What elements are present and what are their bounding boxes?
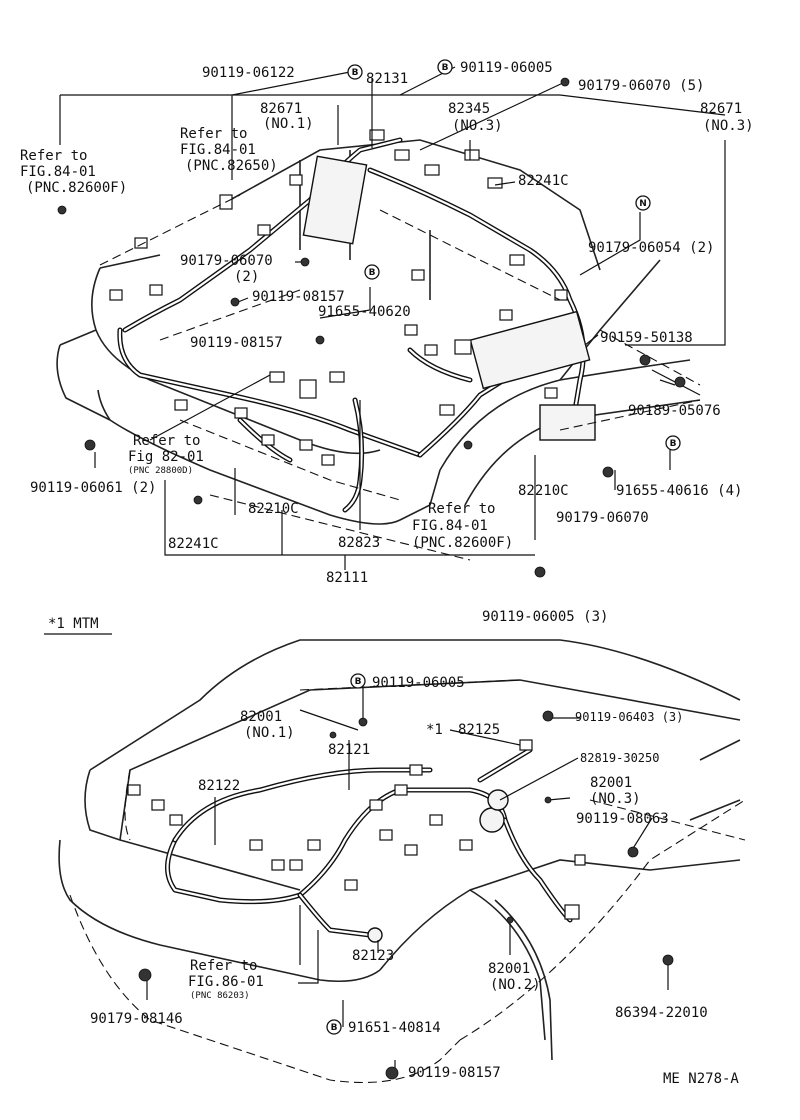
reference-label: (PNC 28800D)	[128, 466, 193, 476]
marker-b-icon: B	[437, 59, 453, 75]
marker-b-icon: B	[347, 64, 363, 80]
part-label: 82001	[488, 961, 530, 977]
part-label: (NO.1)	[263, 116, 314, 132]
part-label: 90179-06070	[556, 510, 649, 526]
part-label: 82001	[240, 709, 282, 725]
part-label: 82241C	[518, 173, 569, 189]
part-label: 91655-40620	[318, 304, 411, 320]
svg-text:B: B	[352, 68, 359, 78]
top-leader-lines	[59, 66, 726, 570]
connectors-bottom	[127, 739, 586, 920]
part-label: 82131	[366, 71, 408, 87]
part-label: 86394-22010	[615, 1005, 708, 1021]
part-label: (NO.3)	[452, 118, 503, 134]
grommet	[367, 927, 383, 943]
part-label: 90119-06005	[372, 675, 465, 691]
reference-label: Refer to	[180, 126, 247, 142]
part-label: 90119-06122	[202, 65, 295, 81]
part-label: 90119-06061 (2)	[30, 480, 156, 496]
fasteners-top	[57, 77, 686, 578]
part-label: 82125	[458, 722, 500, 738]
connectors-top	[109, 129, 568, 466]
reference-label: Refer to	[190, 958, 257, 974]
part-label: 90119-08157	[408, 1065, 501, 1081]
reference-label: (PNC.82600F)	[412, 535, 513, 551]
grommet	[487, 789, 509, 811]
marker-n-icon: N	[635, 195, 651, 211]
part-label: 82001	[590, 775, 632, 791]
part-label: 90119-08157	[252, 289, 345, 305]
part-label: 82819-30250	[580, 751, 659, 765]
part-label: 90179-06054 (2)	[588, 240, 714, 256]
part-label: 82671	[260, 101, 302, 117]
part-label: 82210C	[518, 483, 569, 499]
part-label: 82241C	[168, 536, 219, 552]
bottom-part-labels: 90119-06005 82001 (NO.1) *1 82125 90119-…	[90, 675, 708, 1081]
reference-label: FIG.84-01	[20, 164, 96, 180]
part-label: 82671	[700, 101, 742, 117]
marker-b-icon: B	[326, 1019, 342, 1035]
svg-text:B: B	[369, 268, 376, 278]
part-label: *1	[426, 722, 443, 738]
reference-label: FIG.84-01	[412, 518, 488, 534]
reference-label: Fig 82-01	[128, 449, 204, 465]
grommet	[479, 807, 505, 833]
part-label: (NO.3)	[590, 791, 641, 807]
part-label: 90119-06403 (3)	[575, 710, 683, 724]
reference-label: (PNC 86203)	[190, 991, 250, 1001]
marker-b-icon: B	[350, 673, 366, 689]
part-label: (2)	[234, 269, 259, 285]
part-label: 90159-50138	[600, 330, 693, 346]
svg-text:B: B	[442, 63, 449, 73]
part-label: 90179-08146	[90, 1011, 183, 1027]
marker-b-icon: B	[665, 435, 681, 451]
top-markers: B B N B B	[347, 59, 681, 451]
part-label: 90179-06070	[180, 253, 273, 269]
part-label: 90119-08157	[190, 335, 283, 351]
part-label: 90119-06005	[460, 60, 553, 76]
part-label: 90119-08063	[576, 811, 669, 827]
fasteners-bottom	[138, 710, 674, 1080]
part-label: 82123	[352, 948, 394, 964]
part-label: 82111	[326, 570, 368, 586]
reference-label: Refer to	[20, 148, 87, 164]
reference-label: (PNC.82600F)	[26, 180, 127, 196]
reference-label: Refer to	[428, 501, 495, 517]
bottom-body-illustration	[58, 639, 746, 1084]
part-label: 90189-05076	[628, 403, 721, 419]
svg-text:B: B	[355, 677, 362, 687]
reference-label: FIG.86-01	[188, 974, 264, 990]
part-label: 82121	[328, 742, 370, 758]
part-label: (NO.1)	[244, 725, 295, 741]
top-engine-bay-illustration	[56, 129, 701, 561]
part-label: (NO.3)	[703, 118, 754, 134]
part-label: 91655-40616 (4)	[616, 483, 742, 499]
reference-label: FIG.84-01	[180, 142, 256, 158]
part-label: 91651-40814	[348, 1020, 441, 1036]
svg-text:N: N	[639, 199, 647, 209]
reference-label: (PNC.82650)	[185, 158, 278, 174]
top-part-labels: 90119-06122 82131 90119-06005 90179-0607…	[20, 60, 754, 625]
variant-note: *1 MTM	[48, 616, 99, 632]
part-label: (NO.2)	[490, 977, 541, 993]
marker-b-icon: B	[364, 264, 380, 280]
reference-label: Refer to	[133, 433, 200, 449]
part-label: 90179-06070 (5)	[578, 78, 704, 94]
diagram-code: ME N278-A	[663, 1071, 739, 1087]
part-label: 82122	[198, 778, 240, 794]
part-label: 82823	[338, 535, 380, 551]
svg-text:B: B	[331, 1023, 338, 1033]
part-label: 82210C	[248, 501, 299, 517]
bottom-markers: B B	[326, 673, 366, 1035]
part-label: 90119-06005 (3)	[482, 609, 608, 625]
part-label: 82345	[448, 101, 490, 117]
svg-text:B: B	[670, 439, 677, 449]
bottom-leader-lines	[146, 688, 669, 1072]
